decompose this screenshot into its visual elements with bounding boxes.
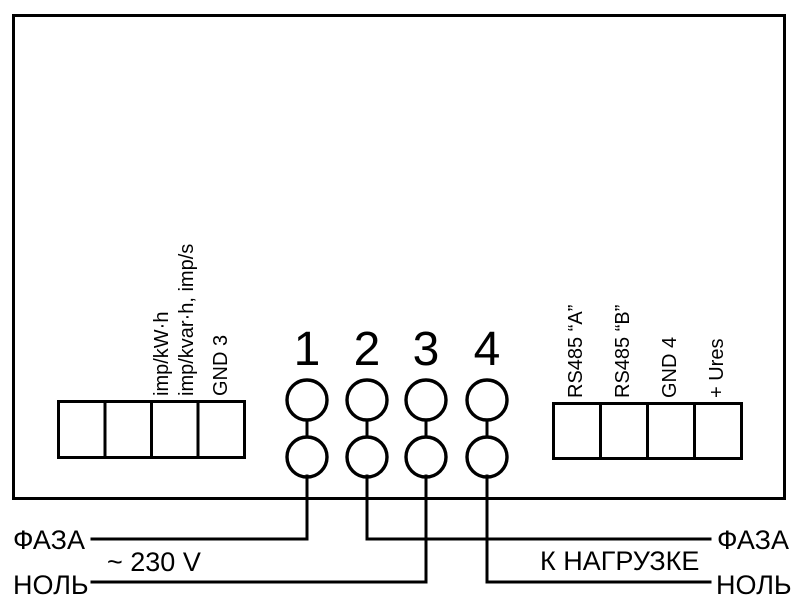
pulse-terminal-square-1 <box>57 400 107 459</box>
load-phase-label: ФАЗА <box>717 525 789 555</box>
terminal-number-2: 2 <box>353 323 381 376</box>
pulse-terminal-square-3 <box>150 400 200 459</box>
interface-terminal-square-2 <box>599 402 649 460</box>
terminal-3-screw-bottom <box>404 435 448 479</box>
power-terminal-screws <box>285 378 509 479</box>
interface-terminal-square-3 <box>646 402 696 460</box>
terminal-number-3: 3 <box>412 323 440 376</box>
pulse-terminal-square-2 <box>103 400 153 459</box>
pulse-terminal-square-4 <box>196 400 246 459</box>
wires <box>90 474 712 584</box>
supply-neutral-label: НОЛЬ <box>13 570 89 600</box>
terminal-4-screw-top <box>465 378 509 422</box>
supply-phase-label: ФАЗА <box>13 525 85 555</box>
terminal-2-screw-bottom <box>345 435 389 479</box>
terminal-number-4: 4 <box>473 323 501 376</box>
terminal-4-screw-bottom <box>465 435 509 479</box>
interface-label-rs485-b: RS485 “B” <box>612 304 634 398</box>
terminal-3-screw-top <box>404 378 448 422</box>
terminal-1-screw-bottom <box>285 435 329 479</box>
interface-terminal-block <box>552 402 743 460</box>
pulse-label-imp-kvarh: imp/kvar·h, imp/s <box>176 243 198 396</box>
screw-connector-stubs <box>305 419 489 438</box>
interface-label-gnd4: GND 4 <box>659 336 681 398</box>
load-neutral-label: НОЛЬ <box>716 570 792 600</box>
interface-terminal-square-1 <box>552 402 602 460</box>
terminal-number-1: 1 <box>293 323 321 376</box>
interface-terminal-square-4 <box>693 402 743 460</box>
interface-label-rs485-a: RS485 “A” <box>565 304 587 398</box>
load-destination-label: К НАГРУЗКЕ <box>540 546 700 576</box>
terminal-1-screw-top <box>285 378 329 422</box>
supply-voltage-label: ~ 230 V <box>107 547 201 577</box>
interface-label-ures: + Ures <box>706 338 728 398</box>
pulse-terminal-block <box>57 400 246 459</box>
terminal-2-screw-top <box>345 378 389 422</box>
meter-body-outline <box>12 14 786 500</box>
pulse-label-imp-kwh: imp/kW·h <box>151 311 173 396</box>
pulse-label-gnd3: GND 3 <box>210 334 232 396</box>
